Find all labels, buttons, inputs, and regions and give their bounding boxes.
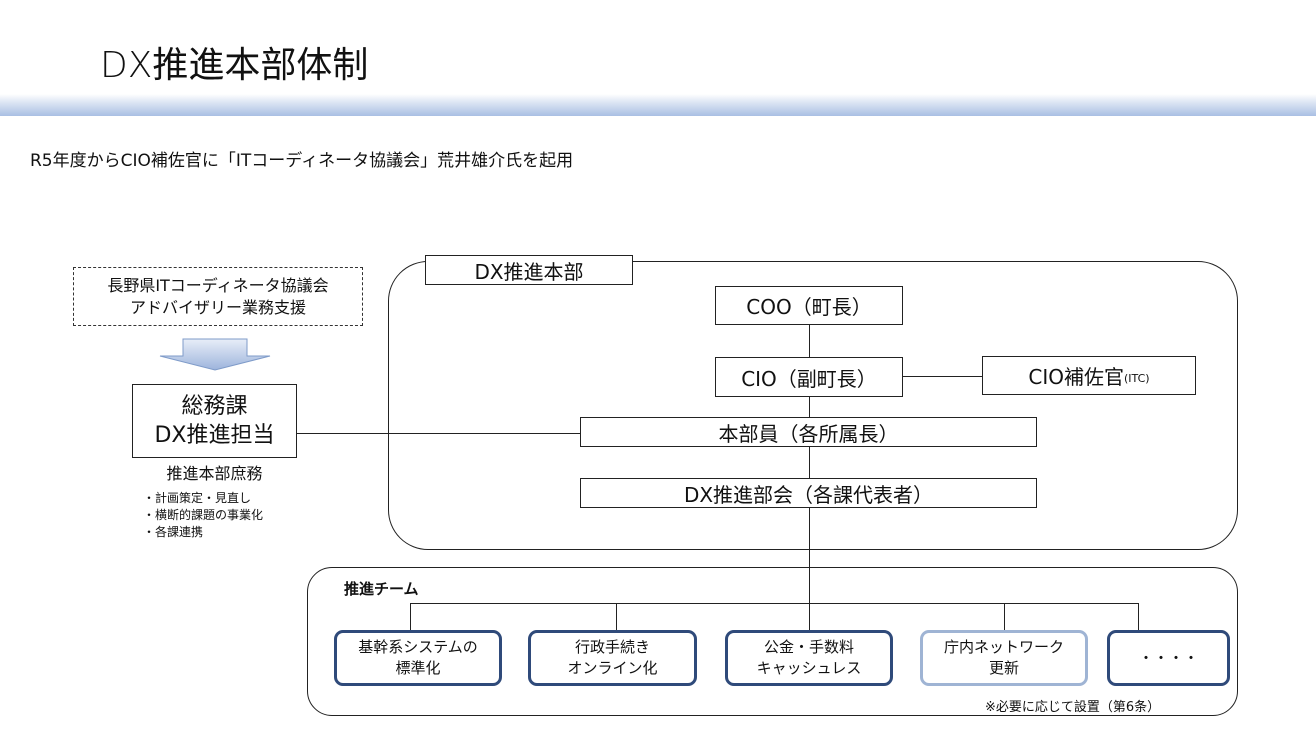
connector (903, 376, 982, 377)
connector (1004, 603, 1005, 630)
team-item-line2: 更新 (988, 659, 1019, 677)
connector (410, 603, 411, 630)
team-item: 基幹系システムの標準化 (334, 630, 502, 686)
bullet: ・計画策定・見直し (143, 491, 252, 505)
team-item-line1: 庁内ネットワーク (943, 638, 1064, 656)
team-item: ・・・・ (1107, 630, 1230, 686)
team-item-line1: ・・・・ (1138, 648, 1199, 667)
team-note: ※必要に応じて設置（第6条） (985, 700, 1161, 715)
down-arrow-icon (159, 338, 271, 371)
coo-box: COO（町長） (715, 286, 903, 325)
soumu-line1: 総務課 (181, 394, 248, 419)
header-band (0, 94, 1316, 116)
team-item-line1: 基幹系システムの (358, 638, 478, 656)
bullet: ・各課連携 (143, 525, 204, 539)
subcommittee-box: DX推進部会（各課代表者） (580, 478, 1037, 508)
soumu-line2: DX推進担当 (154, 423, 275, 448)
team-item-line2: オンライン化 (567, 659, 658, 677)
team-item: 行政手続きオンライン化 (528, 630, 697, 686)
connector (809, 325, 810, 630)
page-title: DX推進本部体制 (100, 45, 369, 86)
team-item-line1: 行政手続き (574, 638, 650, 656)
members-box: 本部員（各所属長） (580, 417, 1037, 447)
connector (410, 603, 1139, 604)
cio-assistant-suffix: (ITC) (1124, 372, 1150, 385)
team-item-line2: 標準化 (395, 659, 441, 677)
team-container (307, 567, 1238, 716)
connector (1138, 603, 1139, 630)
hq-container (388, 261, 1238, 550)
team-label: 推進チーム (344, 580, 419, 598)
advisor-line2: アドバイザリー業務支援 (129, 297, 306, 317)
soumu-box: 総務課 DX推進担当 (132, 384, 297, 458)
soumu-caption: 推進本部庶務 (166, 464, 263, 483)
team-item-line2: キャッシュレス (756, 659, 862, 677)
team-item: 公金・手数料キャッシュレス (725, 630, 893, 686)
connector (297, 433, 580, 434)
advisor-line1: 長野県ITコーディネータ協議会 (107, 275, 329, 295)
soumu-bullets: ・計画策定・見直し ・横断的課題の事業化 ・各課連携 (143, 490, 263, 541)
hq-label: DX推進本部 (425, 255, 633, 285)
cio-assistant-label: CIO補佐官 (1028, 365, 1124, 389)
advisor-box: 長野県ITコーディネータ協議会 アドバイザリー業務支援 (73, 267, 363, 326)
bullet: ・横断的課題の事業化 (143, 508, 264, 522)
team-item: 庁内ネットワーク更新 (920, 630, 1088, 686)
subtitle: R5年度からCIO補佐官に「ITコーディネータ協議会」荒井雄介氏を起用 (30, 151, 574, 171)
cio-assistant-box: CIO補佐官(ITC) (982, 356, 1196, 395)
cio-box: CIO（副町長） (715, 357, 903, 397)
connector (616, 603, 617, 630)
team-item-line1: 公金・手数料 (763, 638, 854, 656)
